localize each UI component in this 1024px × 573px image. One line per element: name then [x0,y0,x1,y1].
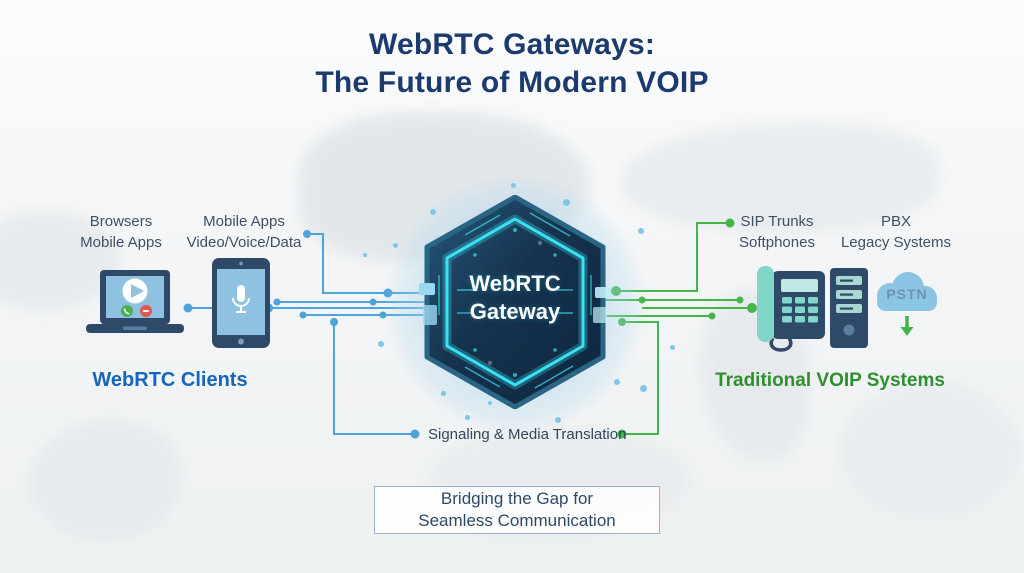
decor-dot [555,417,561,423]
pstn-cloud-icon [877,272,937,336]
decor-dot [670,345,675,350]
desk-phone-icon [757,266,825,352]
voip-label-sip-trunks: SIP Trunks Softphones [739,213,815,251]
map-shape [30,420,180,540]
decor-dot [430,209,436,215]
page-title-line1: WebRTC Gateways: [368,28,656,61]
pstn-cloud-label: PSTN [886,286,928,302]
decor-dot [393,243,398,248]
laptop-icon [86,270,184,333]
clients-label-mobile-apps: Mobile Apps Video/Voice/Data [186,213,302,251]
map-shape [840,380,1020,520]
play-icon [122,278,148,304]
decor-dot [465,415,470,420]
voip-caption: Traditional VOIP Systems [715,370,945,391]
decor-dot [640,385,647,392]
signaling-label: Signaling & Media Translation [428,426,627,443]
microphone-icon [232,285,250,313]
decor-dot [488,401,492,405]
page-title: WebRTC Gateways: The Future of Modern VO… [0,26,1024,102]
clients-caption: WebRTC Clients [92,369,248,391]
gateway-title: WebRTC Gateway [469,271,561,324]
decor-dot [511,183,516,188]
clients-label-browsers: Browsers Mobile Apps [80,213,162,251]
arrow-down-icon [900,316,914,336]
map-shape [620,122,940,232]
footer-line1: Bridging the Gap for [440,489,594,508]
call-end-icon [140,305,152,317]
page-title-line2: The Future of Modern VOIP [315,66,709,99]
voip-label-pbx: PBX Legacy Systems [840,213,952,251]
decor-dot [638,228,644,234]
call-accept-icon [121,305,133,317]
footer-line2: Seamless Communication [418,511,616,530]
decor-dot [378,341,384,347]
decor-dot [563,199,570,206]
gateway-hexagon [419,195,611,409]
tablet-icon [212,258,270,348]
decor-dot [441,391,446,396]
decor-dot [614,379,620,385]
server-icon [830,268,868,348]
decor-dot [363,253,367,257]
footer-box: Bridging the Gap for Seamless Communicat… [374,486,660,534]
